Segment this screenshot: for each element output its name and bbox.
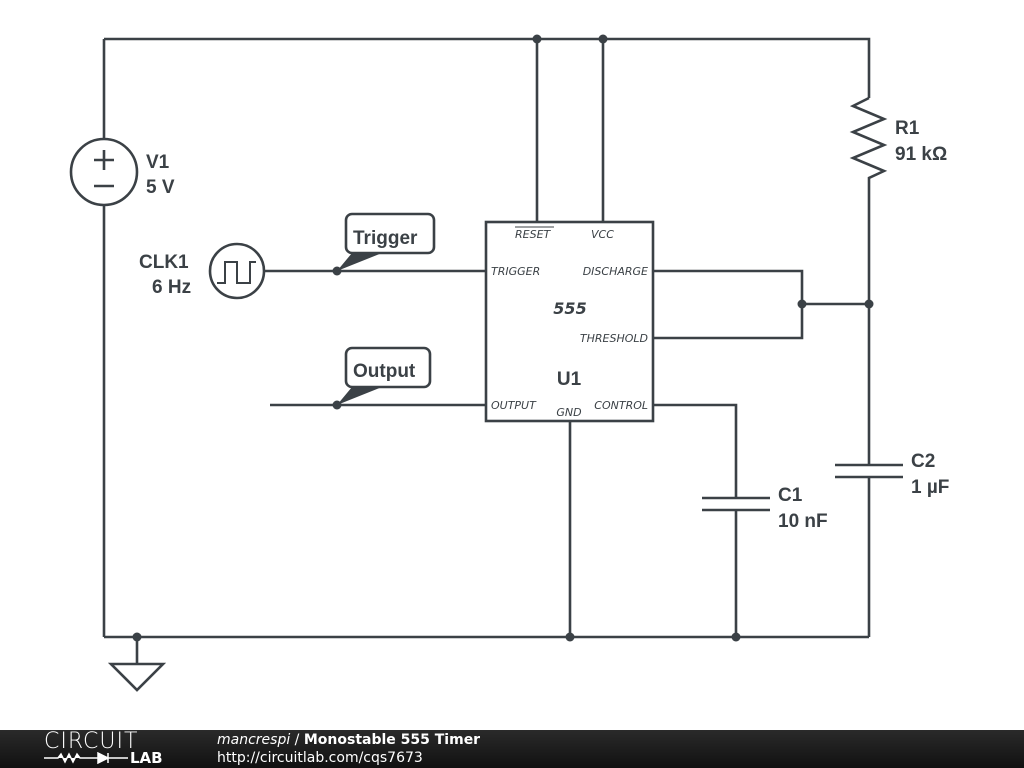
resistor-diode-icon — [44, 752, 128, 764]
c1-ref: C1 — [778, 485, 803, 506]
footer-title-line: mancrespi / Monostable 555 Timer — [217, 731, 480, 749]
author-link[interactable]: mancrespi — [217, 732, 291, 748]
junction-c1 — [731, 632, 741, 642]
pin-reset-label: RESET — [515, 228, 552, 241]
junction-vcc — [598, 34, 608, 44]
wire-top-rail — [104, 37, 871, 98]
title-separator: / — [290, 732, 304, 748]
v1-value: 5 V — [146, 177, 175, 198]
u1-ref: U1 — [557, 369, 582, 390]
plus-icon — [94, 150, 114, 170]
junction-dis-thr — [797, 299, 807, 309]
clk1-value: 6 Hz — [152, 277, 191, 298]
v1-source-symbol[interactable] — [69, 137, 139, 207]
ground-symbol[interactable] — [107, 637, 167, 692]
circuit-url[interactable]: http://circuitlab.com/cqs7673 — [217, 750, 423, 766]
wire-discharge — [653, 269, 804, 340]
c1-capacitor-symbol[interactable] — [702, 496, 770, 512]
r1-value: 91 kΩ — [895, 144, 947, 165]
square-wave-icon — [217, 261, 256, 284]
clk1-ref: CLK1 — [139, 252, 189, 273]
logo-circuit-text: CIRCUIT — [44, 729, 139, 754]
r1-ref: R1 — [895, 118, 920, 139]
clk1-source-symbol[interactable] — [208, 242, 266, 300]
pin-gnd-label: GND — [556, 406, 581, 419]
footer-bar: CIRCUIT LAB mancrespi / Monostable 555 T… — [0, 730, 1024, 768]
pin-threshold-label: THRESHOLD — [580, 332, 648, 345]
junction-gnd — [565, 632, 575, 642]
u1-part: 555 — [553, 299, 586, 318]
schematic-canvas: V1 5 V CLK1 6 Hz Trigger Output RESET VC… — [69, 34, 949, 692]
c2-capacitor-symbol[interactable] — [835, 463, 903, 479]
pin-control-label: CONTROL — [594, 399, 648, 412]
pin-discharge-label: DISCHARGE — [583, 265, 648, 278]
logo-lab-text: LAB — [130, 749, 163, 767]
net-label-trigger[interactable] — [332, 212, 436, 276]
v1-ref: V1 — [146, 152, 170, 173]
pin-output-label: OUTPUT — [491, 399, 537, 412]
circuitlab-logo[interactable]: CIRCUIT LAB — [40, 730, 180, 768]
u1-555-chip[interactable] — [484, 220, 655, 423]
circuit-title: Monostable 555 Timer — [303, 732, 481, 748]
c2-ref: C2 — [911, 451, 935, 472]
wire-control — [653, 403, 738, 498]
c1-value: 10 nF — [778, 511, 828, 532]
net-label-trigger-text: Trigger — [353, 228, 418, 249]
c2-value: 1 µF — [911, 477, 949, 498]
pin-vcc-label: VCC — [591, 228, 614, 241]
net-label-output[interactable] — [332, 346, 432, 410]
pin-trigger-label: TRIGGER — [491, 265, 540, 278]
net-label-output-text: Output — [353, 361, 416, 382]
r1-resistor-symbol[interactable] — [849, 96, 888, 465]
junction-reset — [532, 34, 542, 44]
